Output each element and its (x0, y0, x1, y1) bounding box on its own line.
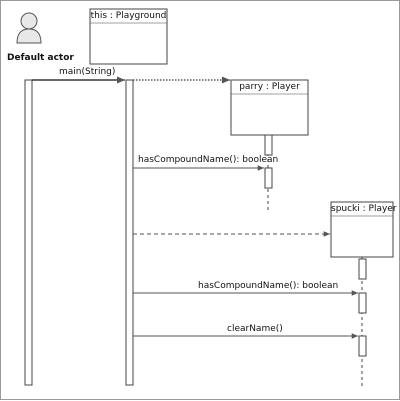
playground-object-title: this : Playground (90, 11, 167, 21)
playground-object-box (89, 8, 168, 65)
main-message-label: main(String) (59, 67, 116, 77)
parry-object-title: parry : Player (239, 82, 300, 92)
actor-activation-bar (24, 79, 33, 386)
clear-name-label: clearName() (227, 324, 283, 334)
actor-person-icon (16, 12, 42, 44)
parry-activation-1 (264, 134, 273, 156)
spucki-activation-1 (358, 258, 367, 280)
playground-activation-bar (125, 79, 134, 386)
parry-activation-2 (264, 167, 273, 189)
has-compound-parry-label: hasCompoundName(): boolean (138, 155, 279, 165)
spucki-object-box (330, 201, 394, 258)
spucki-activation-2 (358, 292, 367, 314)
spucki-object-title: spucki : Player (331, 204, 397, 214)
actor-name: Default actor (7, 53, 74, 63)
spucki-activation-3 (358, 335, 367, 357)
has-compound-spucki-label: hasCompoundName(): boolean (198, 281, 339, 291)
